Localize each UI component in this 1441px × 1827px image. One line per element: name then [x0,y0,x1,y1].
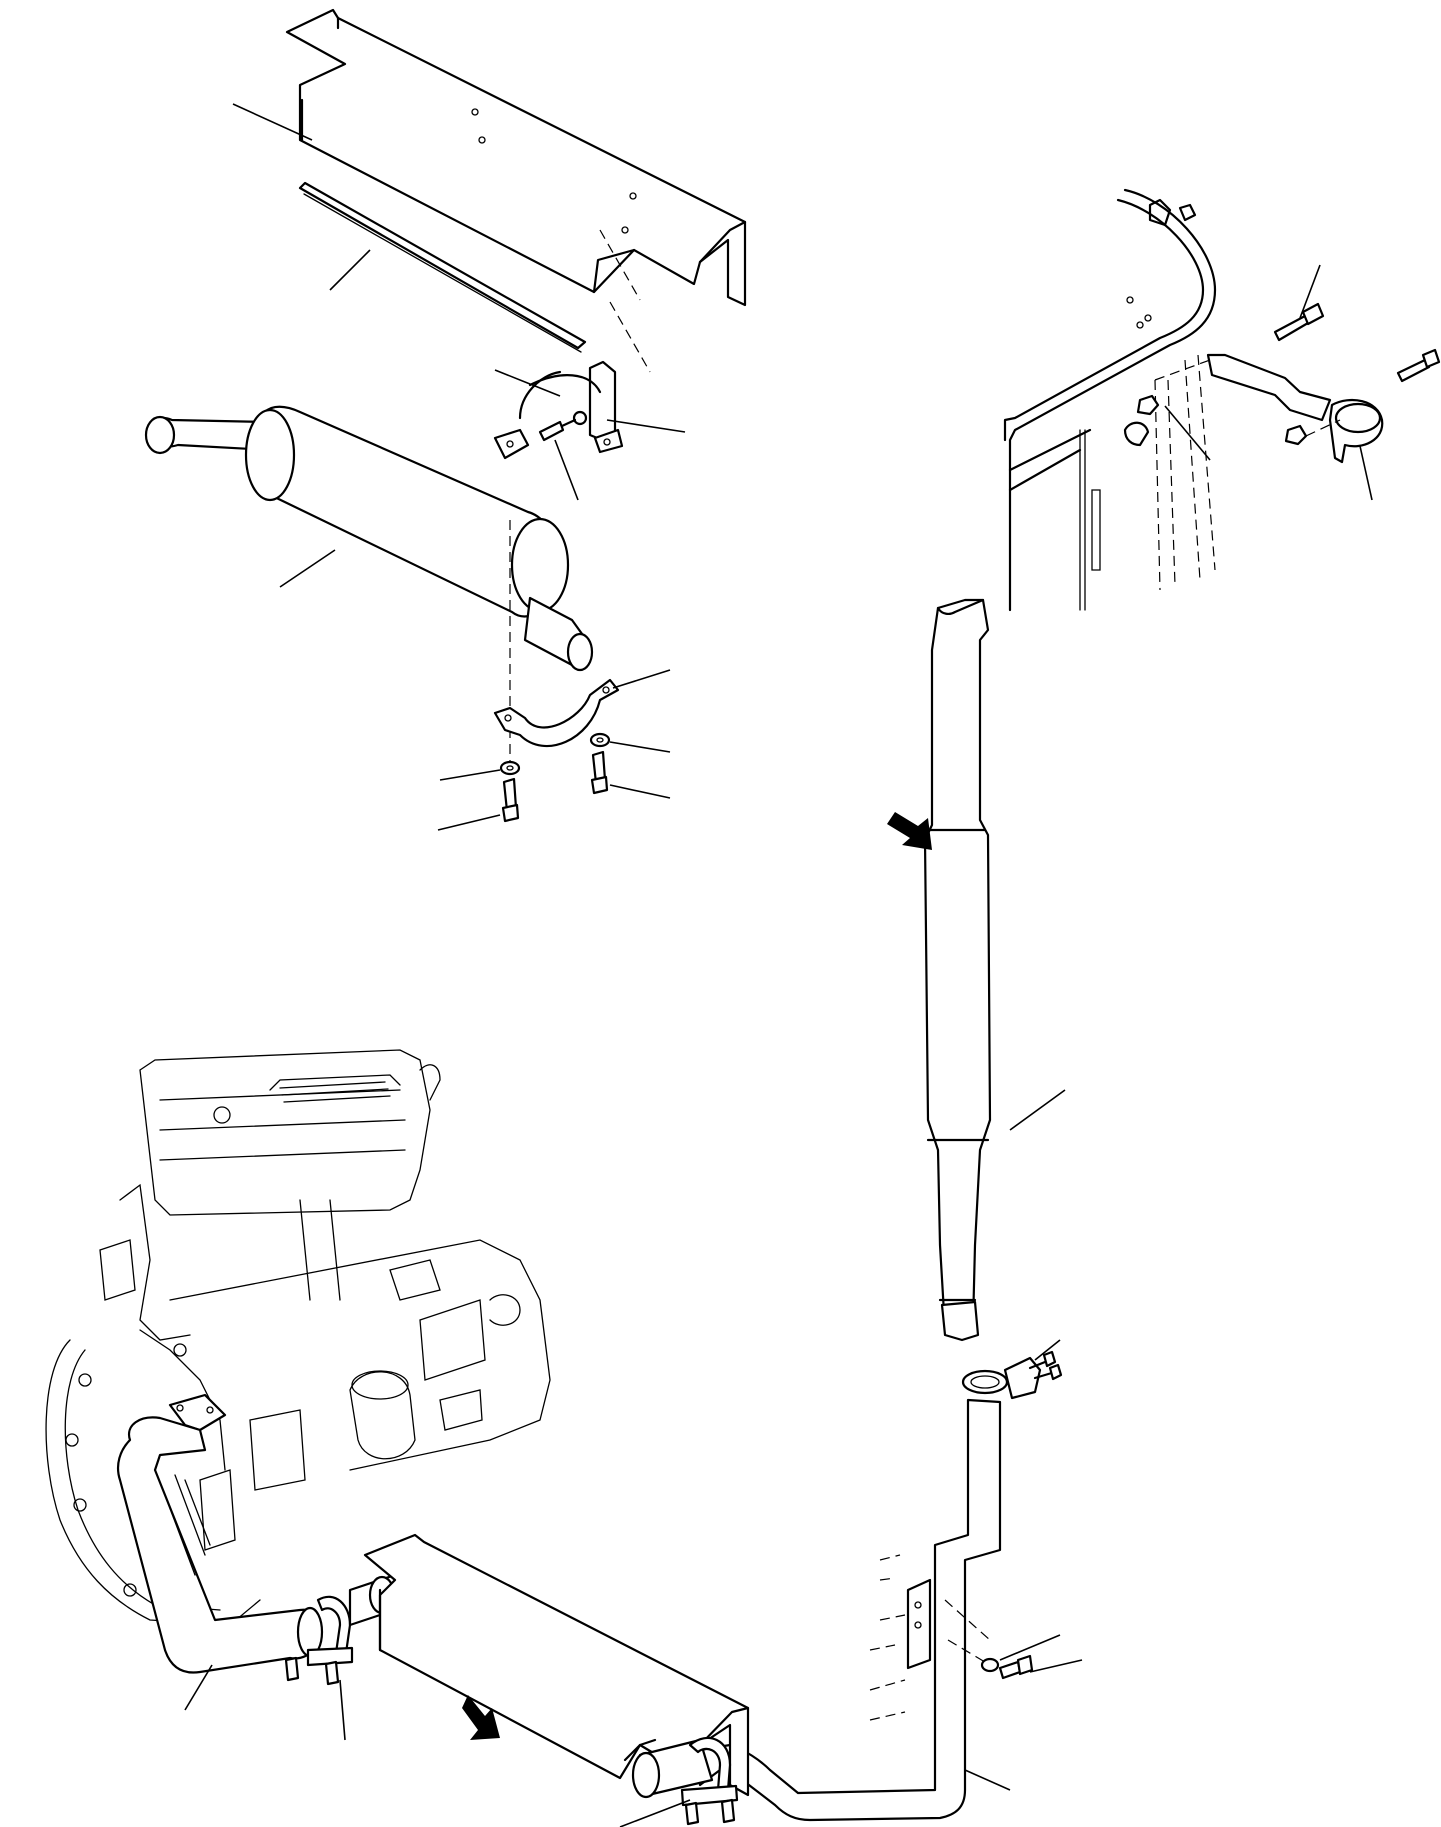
exhaust-stack [923,598,992,1342]
clamp-bolt-right [590,750,609,795]
cab-stack-clamp [1328,398,1384,464]
cab-corner [1003,188,1217,612]
outlet-u-clamp [631,1736,739,1826]
leader-lines [184,103,1373,1827]
stack-arrow [887,812,932,850]
bracket-bolt [538,410,588,442]
frame-bracket [869,1554,991,1721]
clamp-nut-left [499,760,521,776]
lower-muffler-clamp [493,678,620,748]
frame-bracket-nut [980,1657,1000,1673]
lower-heat-shield [363,1533,750,1797]
clamp-nut-right [589,732,611,748]
muffler [144,405,594,770]
manifold-pipe [116,1393,324,1674]
cab-mount-bolt-right [1396,348,1441,383]
frame-bracket-bolt [998,1654,1034,1680]
engine [45,1049,551,1626]
shield-arrow [462,1695,500,1740]
clamp-bolt-left [501,777,520,823]
cab-mount-bracket [1206,353,1332,422]
upper-heat-shield [285,8,747,307]
cab-mount-nut [1136,394,1308,446]
cab-mount-bolt-top [1273,302,1325,342]
shield-seal-strip [298,181,587,353]
stack-u-clamp [961,1350,1063,1400]
